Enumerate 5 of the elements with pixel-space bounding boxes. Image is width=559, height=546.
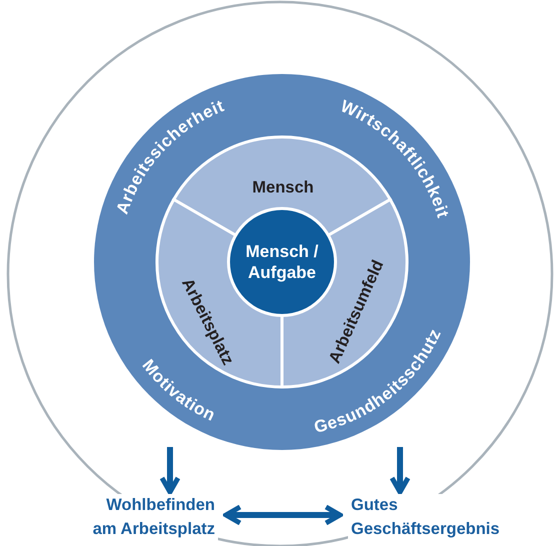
arrow [160, 447, 180, 494]
arrow [390, 447, 410, 494]
center-label: Mensch / Aufgabe [244, 240, 320, 284]
arrow [224, 504, 342, 526]
sector-label: Mensch [252, 178, 314, 196]
